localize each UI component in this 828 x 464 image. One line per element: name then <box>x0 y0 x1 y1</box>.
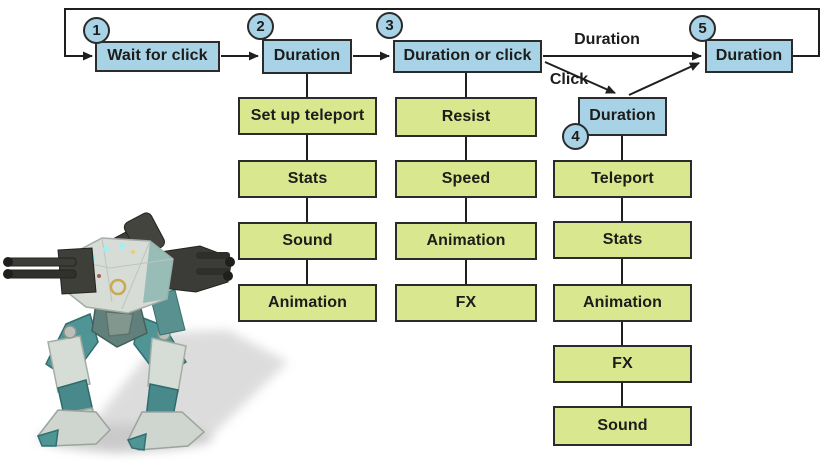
task-node-sound-col2: Sound <box>238 222 377 260</box>
task-node-animation-col4: Animation <box>553 284 692 322</box>
robot-legs <box>36 312 206 451</box>
step-badge-5: 5 <box>689 15 716 42</box>
step-badge-1: 1 <box>83 17 110 44</box>
task-node-set-up-teleport: Set up teleport <box>238 97 377 135</box>
step-node-duration-4: Duration <box>578 97 667 136</box>
task-node-animation-col3: Animation <box>395 222 537 260</box>
task-node-speed: Speed <box>395 160 537 198</box>
task-node-stats-col4: Stats <box>553 221 692 259</box>
task-node-stats-col2: Stats <box>238 160 377 198</box>
step-node-duration-5: Duration <box>705 39 793 73</box>
step-badge-4: 4 <box>562 123 589 150</box>
war-robot-image <box>3 212 288 452</box>
step-node-duration-2: Duration <box>262 39 352 74</box>
loop-wire-step5-to-step1 <box>64 8 820 61</box>
robot-left-gun <box>3 247 97 295</box>
step-node-wait-for-click: Wait for click <box>95 41 220 72</box>
task-node-animation-col2: Animation <box>238 284 377 322</box>
task-node-resist: Resist <box>395 97 537 137</box>
step-badge-2: 2 <box>247 13 274 40</box>
edge-label-duration: Duration <box>574 31 640 48</box>
step-badge-3: 3 <box>376 12 403 39</box>
step-node-duration-or-click: Duration or click <box>393 40 542 73</box>
arrow-step3-to-step4-click <box>544 61 616 94</box>
task-node-sound-col4: Sound <box>553 406 692 446</box>
arrow-step4-to-step5 <box>628 62 700 96</box>
task-node-fx-col3: FX <box>395 284 537 322</box>
task-node-teleport: Teleport <box>553 160 692 198</box>
task-node-fx-col4: FX <box>553 345 692 383</box>
edge-label-click: Click <box>549 71 589 88</box>
